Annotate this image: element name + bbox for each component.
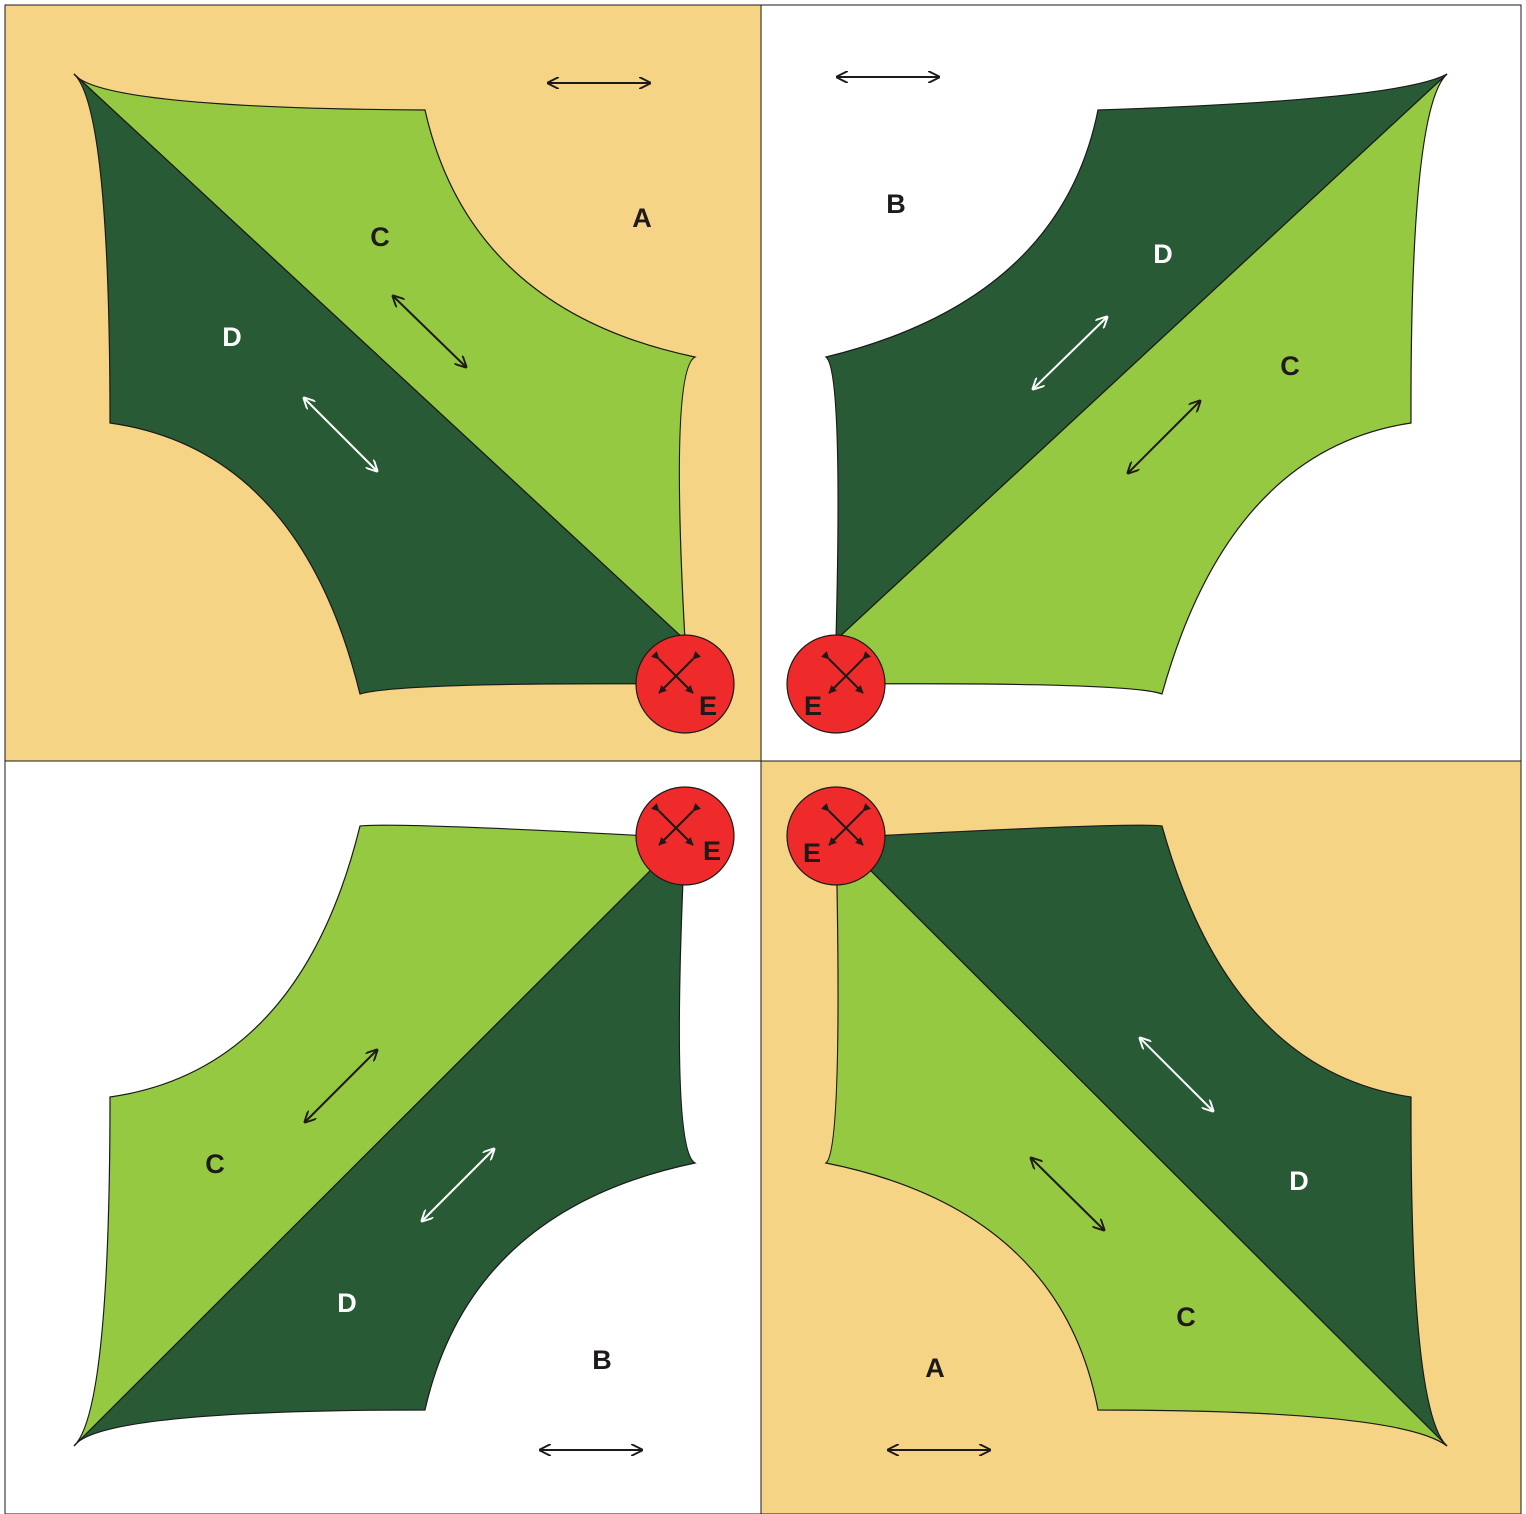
label-d: D [222,322,242,352]
label-c: C [1176,1302,1196,1332]
label-a: A [632,203,652,233]
label-c: C [205,1149,225,1179]
label-b: B [886,189,906,219]
label-e: E [703,836,721,866]
label-a: A [925,1353,945,1383]
label-c: C [1280,351,1300,381]
berry-e-top-right [787,635,885,733]
label-b: B [592,1345,612,1375]
label-e: E [803,838,821,868]
label-e: E [804,691,822,721]
label-d: D [1289,1166,1309,1196]
label-d: D [1153,239,1173,269]
label-c: C [370,222,390,252]
berry-e-bottom-right [787,787,885,885]
label-d: D [337,1288,357,1318]
berry-e-top-left [636,635,734,733]
label-e: E [699,691,717,721]
